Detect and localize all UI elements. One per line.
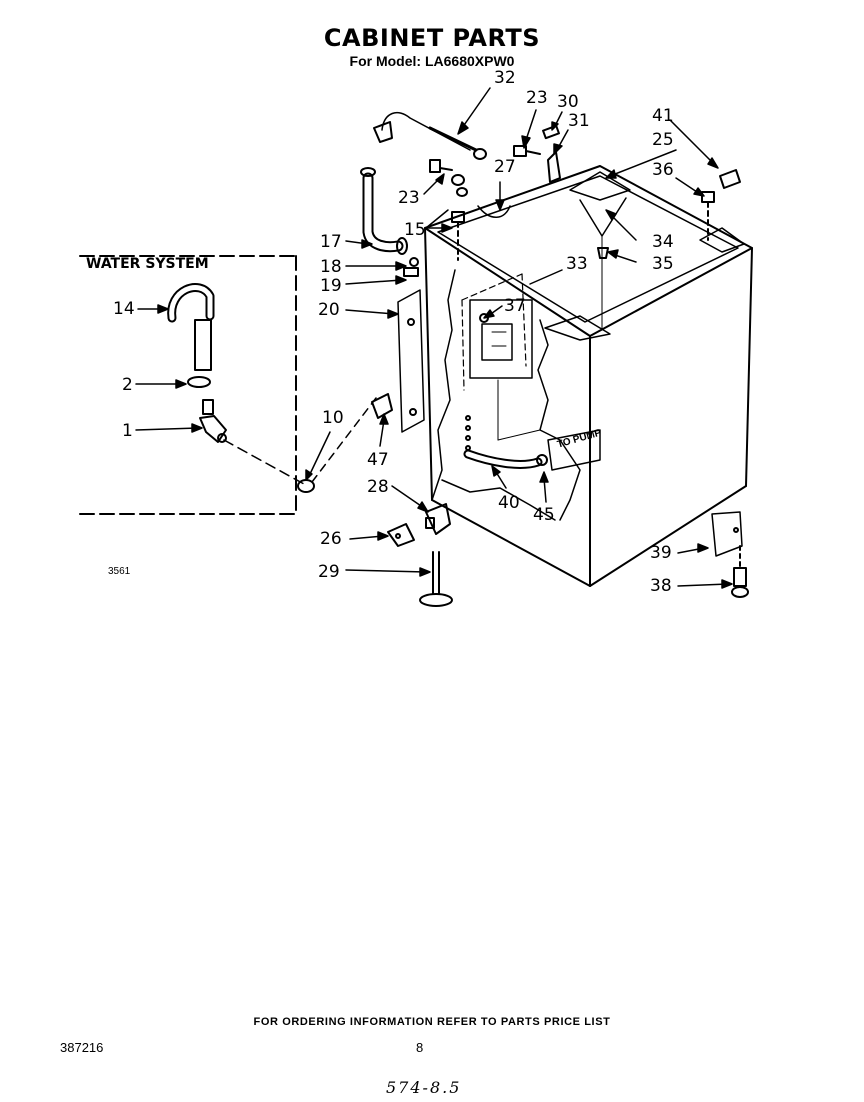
cabinet-body <box>424 165 753 587</box>
leg-part-38 <box>731 545 749 598</box>
panel-part-20 <box>397 289 425 433</box>
callout-19: 19 <box>320 276 342 296</box>
callout-35: 35 <box>652 254 674 274</box>
callout-36: 36 <box>652 160 674 180</box>
harness-part-32 <box>373 111 487 160</box>
figure-number: 3561 <box>108 566 131 577</box>
callout-31: 31 <box>568 111 590 131</box>
water-system-box <box>79 255 297 515</box>
dashed-leader-1-10 <box>223 439 305 485</box>
callout-20: 20 <box>318 300 340 320</box>
callout-2: 2 <box>122 375 133 395</box>
ordering-note: FOR ORDERING INFORMATION REFER TO PARTS … <box>253 1016 611 1028</box>
clip-part-31 <box>547 151 561 183</box>
dashed-box-33 <box>461 273 527 391</box>
callout-41: 41 <box>652 106 674 126</box>
water-system-title: WATER SYSTEM <box>86 256 209 272</box>
callout-26: 26 <box>320 529 342 549</box>
callout-38: 38 <box>650 576 672 596</box>
bracket-part-30 <box>542 124 560 140</box>
callout-23-top: 23 <box>526 88 548 108</box>
hose-clamp-part-2 <box>187 376 211 388</box>
bumper-part-35 <box>597 247 609 259</box>
model-line: For Model: LA6680XPW0 <box>349 53 515 69</box>
screw-part-36 <box>701 191 715 241</box>
callout-15: 15 <box>404 220 426 240</box>
valve-fitting-part-1 <box>199 399 227 443</box>
leg-part-29 <box>419 551 453 607</box>
callout-32: 32 <box>494 68 516 88</box>
callout-18: 18 <box>320 257 342 277</box>
bracket-part-26 <box>387 523 415 547</box>
fill-hose-part-17 <box>360 167 419 277</box>
callout-25: 25 <box>652 130 674 150</box>
callout-30: 30 <box>557 92 579 112</box>
callout-27: 27 <box>494 157 516 177</box>
callout-47: 47 <box>367 450 389 470</box>
callout-33: 33 <box>566 254 588 274</box>
callout-10: 10 <box>322 408 344 428</box>
callout-40: 40 <box>498 493 520 513</box>
page-number: 8 <box>416 1040 424 1055</box>
callout-28: 28 <box>367 477 389 497</box>
callout-23-mid: 23 <box>398 188 420 208</box>
screw-part-23a <box>513 145 541 157</box>
brace-part-39 <box>711 511 743 557</box>
callout-39: 39 <box>650 543 672 563</box>
page-title: CABINET PARTS <box>323 24 541 52</box>
clip-part-28 <box>425 503 451 535</box>
callout-1: 1 <box>122 421 133 441</box>
bracket-part-47 <box>371 393 393 419</box>
screw-part-23b <box>429 159 453 173</box>
leader-lines <box>135 87 733 589</box>
grommet-part-27 <box>451 174 511 218</box>
callout-14: 14 <box>113 299 135 319</box>
clip-part-41 <box>719 169 741 189</box>
callout-34: 34 <box>652 232 674 252</box>
screw-part-15 <box>451 211 465 261</box>
document-number: 387216 <box>60 1040 104 1055</box>
callout-29: 29 <box>318 562 340 582</box>
inlet-hose-part-14 <box>167 283 215 371</box>
handwritten-note: 574-8.5 <box>386 1078 462 1097</box>
callout-17: 17 <box>320 232 342 252</box>
callout-37: 37 <box>504 296 526 316</box>
callout-45: 45 <box>533 505 555 525</box>
